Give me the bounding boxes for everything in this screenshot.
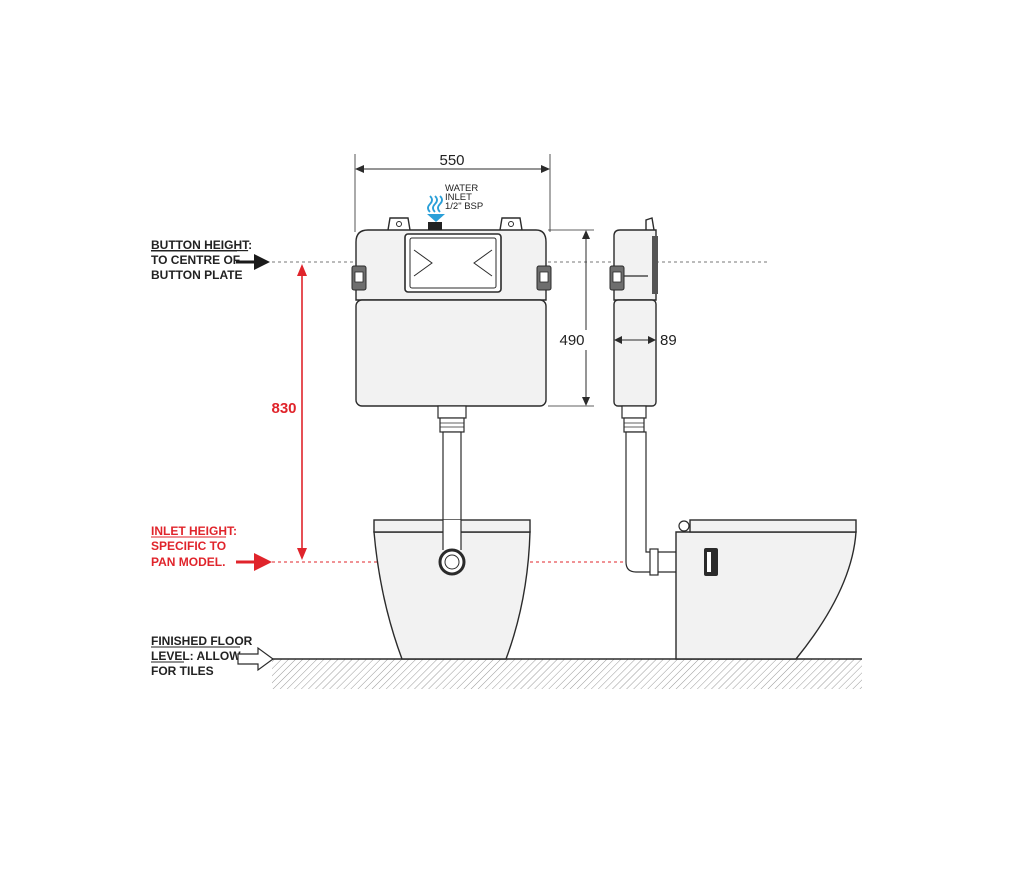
width-dimension <box>354 154 551 232</box>
button-height-line3: BUTTON PLATE <box>151 268 243 282</box>
finished-floor-arrow-icon <box>237 646 275 672</box>
water-inlet-line1: WATER <box>445 183 478 194</box>
finished-floor-line3: FOR TILES <box>151 664 214 678</box>
button-height-line2: TO CENTRE OF <box>151 253 240 267</box>
finished-floor-level: LEVEL <box>151 649 190 663</box>
button-height-value: 830 <box>271 400 296 417</box>
inlet-height-title: INLET HEIGHT <box>151 524 235 538</box>
finished-floor-allow: : ALLOW <box>190 649 242 663</box>
water-inlet-line2: INLET <box>445 192 472 203</box>
button-height-dimension <box>297 264 307 560</box>
finished-floor-line1: FINISHED FLOOR <box>151 634 253 648</box>
height-dimension <box>548 229 594 407</box>
svg-text:LEVEL: ALLOW: LEVEL: ALLOW <box>151 649 241 663</box>
cistern-front <box>351 217 552 551</box>
inlet-height-line2: SPECIFIC TO <box>151 539 226 553</box>
water-inlet-icon <box>427 195 445 230</box>
button-height-title: BUTTON HEIGHT <box>151 238 250 252</box>
inlet-height-colon: : <box>233 524 237 538</box>
water-inlet-line3: 1/2" BSP <box>445 201 483 212</box>
svg-text:BUTTON HEIGHT:: BUTTON HEIGHT: <box>151 238 252 252</box>
toilet-pan-front <box>373 519 531 660</box>
button-height-colon: : <box>248 238 252 252</box>
width-value: 550 <box>439 152 464 169</box>
toilet-pan-side <box>675 519 857 660</box>
inlet-height-arrow-icon <box>236 553 272 571</box>
button-height-arrow-icon <box>236 254 270 270</box>
button-height-label: BUTTON HEIGHT: TO CENTRE OF BUTTON PLATE <box>151 238 252 282</box>
height-value: 490 <box>559 332 584 349</box>
water-inlet-label: WATER INLET 1/2" BSP <box>445 183 483 212</box>
svg-text:INLET HEIGHT:: INLET HEIGHT: <box>151 524 237 538</box>
depth-dimension <box>614 336 656 344</box>
depth-value: 89 <box>660 332 677 349</box>
finished-floor <box>272 658 862 689</box>
finished-floor-label: FINISHED FLOOR LEVEL: ALLOW FOR TILES <box>151 634 253 678</box>
inlet-height-label: INLET HEIGHT: SPECIFIC TO PAN MODEL. <box>151 524 237 569</box>
inlet-height-line3: PAN MODEL. <box>151 555 225 569</box>
